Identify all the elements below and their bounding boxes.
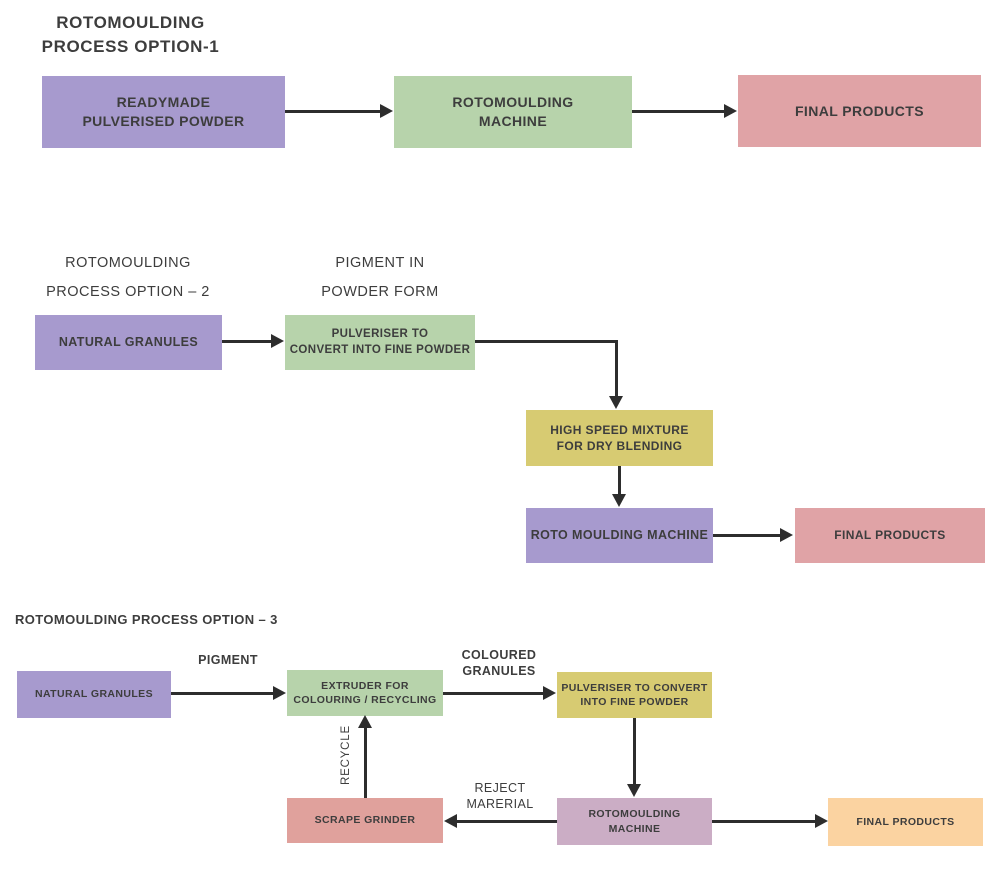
option1-arrow1-line — [285, 110, 381, 113]
option2-natural-granules-box: NATURAL GRANULES — [35, 315, 222, 370]
option3-recycle-arrow-head-icon — [358, 715, 372, 728]
option2-arrow1-line — [222, 340, 272, 343]
option2-arrow2-line — [713, 534, 781, 537]
option3-title: ROTOMOULDING PROCESS OPTION – 3 — [15, 612, 278, 627]
option2-pigment-label-line1: PIGMENT IN — [335, 255, 425, 271]
option3-reject-arrow-head-icon — [444, 814, 457, 828]
option1-title: ROTOMOULDING PROCESS OPTION-1 — [41, 13, 220, 56]
option1-arrow2-head-icon — [724, 104, 737, 118]
option3-arrow-down-head-icon — [627, 784, 641, 797]
option2-arrow-down-head-icon — [612, 494, 626, 507]
option2-arrow-down-line — [618, 466, 621, 495]
option2-elbow-vline — [615, 340, 618, 397]
option3-arrow3-head-icon — [815, 814, 828, 828]
option2-roto-moulding-machine-box: ROTO MOULDING MACHINE — [526, 508, 713, 563]
option1-rotomoulding-machine-box: ROTOMOULDING MACHINE — [394, 76, 632, 148]
option2-title-line2: PROCESS OPTION – 2 — [46, 284, 210, 300]
option3-recycle-label: RECYCLE — [340, 725, 352, 785]
option3-arrow2-line — [443, 692, 544, 695]
option2-arrow1-head-icon — [271, 334, 284, 348]
option2-pulveriser-box: PULVERISER TO CONVERT INTO FINE POWDER — [285, 315, 475, 370]
option3-arrow1-head-icon — [273, 686, 286, 700]
option2-high-speed-mixture-box: HIGH SPEED MIXTURE FOR DRY BLENDING — [526, 410, 713, 466]
option1-final-products-box: FINAL PRODUCTS — [738, 75, 981, 147]
option3-pulveriser-box: PULVERISER TO CONVERT INTO FINE POWDER — [557, 672, 712, 718]
option3-scrape-grinder-box: SCRAPE GRINDER — [287, 798, 443, 843]
option3-recycle-arrow-line — [364, 727, 367, 798]
option3-rotomoulding-machine-box: ROTOMOULDING MACHINE — [557, 798, 712, 845]
option3-arrow3-line — [712, 820, 816, 823]
option3-reject-material-label: REJECT MARERIAL — [466, 781, 534, 811]
option3-natural-granules-box: NATURAL GRANULES — [17, 671, 171, 718]
option2-final-products-box: FINAL PRODUCTS — [795, 508, 985, 563]
option3-arrow1-line — [171, 692, 274, 695]
option2-elbow-head-icon — [609, 396, 623, 409]
option1-arrow2-line — [632, 110, 725, 113]
option2-pigment-label-line2: POWDER FORM — [321, 284, 439, 300]
option3-pigment-label: PIGMENT — [198, 653, 258, 667]
option3-extruder-box: EXTRUDER FOR COLOURING / RECYCLING — [287, 670, 443, 716]
option3-coloured-granules-label: COLOURED GRANULES — [461, 648, 537, 678]
option1-arrow1-head-icon — [380, 104, 393, 118]
option3-final-products-box: FINAL PRODUCTS — [828, 798, 983, 846]
option2-title-line1: ROTOMOULDING — [65, 255, 191, 271]
option1-readymade-pulverised-powder-box: READYMADE PULVERISED POWDER — [42, 76, 285, 148]
option2-elbow-hline — [475, 340, 618, 343]
option3-arrow-down-line — [633, 718, 636, 785]
option3-arrow2-head-icon — [543, 686, 556, 700]
option3-reject-arrow-line — [456, 820, 557, 823]
option2-arrow2-head-icon — [780, 528, 793, 542]
